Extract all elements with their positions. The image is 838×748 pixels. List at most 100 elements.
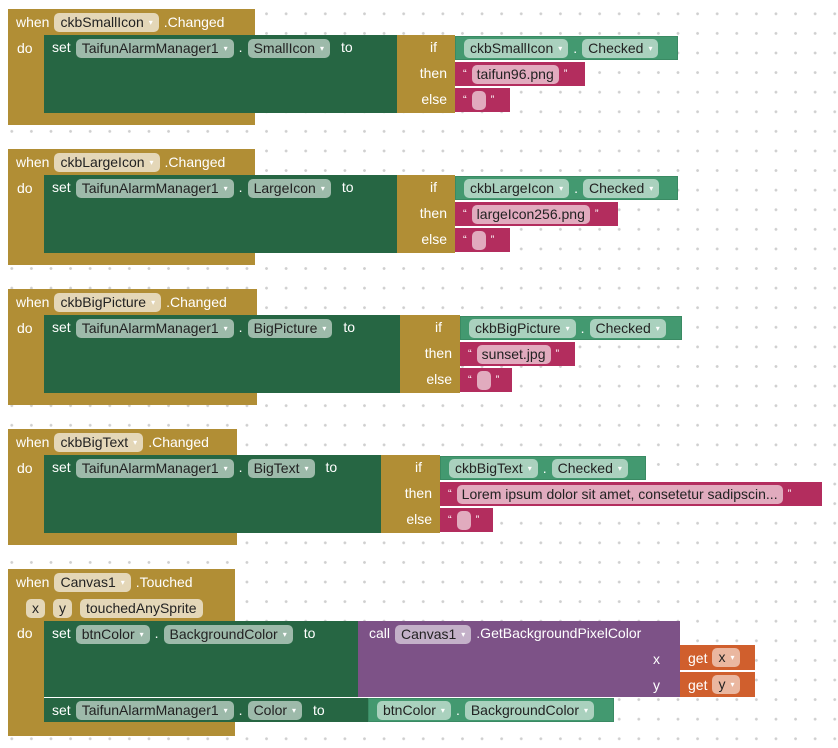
component-dropdown[interactable]: ckbBigPicture▾	[54, 292, 162, 312]
if-label: if	[415, 459, 422, 475]
empty-text-block[interactable]: “”	[440, 508, 493, 532]
text-string-block[interactable]: “sunset.jpg”	[460, 342, 575, 366]
component-dropdown[interactable]: ckbBigPicture▾	[469, 318, 576, 338]
component-dropdown[interactable]: btnColor▾	[377, 700, 451, 720]
component-dropdown[interactable]: ckbSmallIcon▾	[54, 12, 159, 32]
property-dropdown[interactable]: Checked▾	[589, 318, 666, 338]
chevron-down-icon: ▾	[565, 323, 570, 333]
event-body-bar	[8, 621, 44, 736]
text-string-block[interactable]: “taifun96.png”	[455, 62, 585, 86]
property-dropdown[interactable]: SmallIcon▾	[247, 39, 331, 58]
property-dropdown[interactable]: BackgroundColor▾	[163, 625, 293, 644]
target-component-dropdown[interactable]: btnColor▾	[75, 625, 150, 644]
component-dropdown[interactable]: ckbBigText▾	[449, 458, 538, 478]
target-component-dropdown[interactable]: TaifunAlarmManager1▾	[75, 319, 234, 338]
text-value[interactable]: largeIcon256.png	[471, 204, 590, 224]
component-property-getter[interactable]: ckbBigPicture▾.Checked▾	[460, 316, 682, 340]
property-dropdown[interactable]: BackgroundColor▾	[464, 700, 595, 720]
property-dropdown[interactable]: Checked▾	[582, 178, 660, 198]
property-dropdown[interactable]: Checked▾	[551, 458, 628, 478]
component-property-getter[interactable]: btnColor▾.BackgroundColor▾	[368, 698, 614, 722]
dropdown-value: TaifunAlarmManager1	[81, 460, 219, 476]
event-name: .Changed	[148, 434, 209, 450]
chevron-down-icon: ▾	[149, 157, 154, 167]
do-label: do	[17, 40, 33, 56]
close-quote: ”	[490, 94, 495, 106]
component-dropdown[interactable]: Canvas1▾	[54, 572, 131, 592]
dropdown-value: Checked	[557, 459, 613, 476]
property-dropdown[interactable]: Color▾	[247, 700, 303, 720]
empty-text-block[interactable]: “”	[460, 368, 512, 392]
component-dropdown[interactable]: ckbLargeIcon▾	[464, 178, 570, 198]
component-dropdown[interactable]: ckbBigText▾	[54, 432, 144, 452]
set-label: set	[52, 179, 71, 195]
empty-text-block[interactable]: “”	[455, 88, 510, 112]
close-quote: ”	[594, 208, 599, 220]
dot: .	[154, 625, 159, 641]
param-x[interactable]: x	[26, 598, 45, 618]
param-y[interactable]: y	[53, 598, 72, 618]
text-value[interactable]	[456, 510, 471, 530]
then-label: then	[419, 205, 447, 221]
chevron-down-icon: ▾	[223, 324, 228, 333]
target-component-dropdown[interactable]: TaifunAlarmManager1▾	[75, 39, 234, 58]
chevron-down-icon: ▾	[730, 653, 735, 662]
chevron-down-icon: ▾	[223, 44, 228, 53]
target-component-dropdown[interactable]: TaifunAlarmManager1▾	[75, 700, 234, 720]
to-label: to	[341, 39, 353, 55]
param-touchedAnySprite[interactable]: touchedAnySprite	[80, 598, 203, 618]
target-component-dropdown[interactable]: TaifunAlarmManager1▾	[75, 459, 234, 478]
do-label: do	[17, 625, 33, 641]
text-value[interactable]: Lorem ipsum dolor sit amet, consetetur s…	[456, 484, 783, 504]
component-dropdown[interactable]: Canvas1▾	[395, 625, 472, 644]
close-quote: ”	[563, 68, 568, 80]
text-value[interactable]: sunset.jpg	[476, 344, 551, 364]
component-dropdown[interactable]: ckbLargeIcon▾	[54, 152, 160, 172]
chevron-down-icon: ▾	[320, 44, 325, 53]
component-property-getter[interactable]: ckbLargeIcon▾.Checked▾	[455, 176, 678, 200]
empty-text-block[interactable]: “”	[455, 228, 510, 252]
text-value[interactable]	[471, 90, 486, 110]
variable-dropdown[interactable]: y▾	[712, 675, 741, 694]
do-label: do	[17, 180, 33, 196]
property-dropdown[interactable]: LargeIcon▾	[247, 179, 331, 198]
text-value[interactable]: taifun96.png	[471, 64, 559, 84]
variable-dropdown[interactable]: x▾	[712, 648, 741, 667]
close-quote: ”	[490, 234, 495, 246]
property-dropdown[interactable]: BigPicture▾	[247, 319, 333, 338]
call-label: call	[369, 625, 391, 641]
text-string-block[interactable]: “largeIcon256.png”	[455, 202, 618, 226]
dropdown-value: ckbLargeIcon	[470, 179, 555, 196]
text-string-block[interactable]: “Lorem ipsum dolor sit amet, consetetur …	[440, 482, 822, 506]
text-value[interactable]	[476, 370, 491, 390]
component-property-getter[interactable]: ckbBigText▾.Checked▾	[440, 456, 646, 480]
property-dropdown[interactable]: Checked▾	[582, 38, 659, 58]
target-component-dropdown[interactable]: TaifunAlarmManager1▾	[75, 179, 234, 198]
then-label: then	[419, 65, 447, 81]
component-dropdown[interactable]: ckbSmallIcon▾	[464, 38, 569, 58]
text-value[interactable]	[471, 230, 486, 250]
do-label: do	[17, 460, 33, 476]
dot: .	[580, 320, 585, 336]
component-property-getter[interactable]: ckbSmallIcon▾.Checked▾	[455, 36, 678, 60]
when-label: when	[16, 574, 50, 590]
property-dropdown[interactable]: BigText▾	[247, 459, 315, 478]
